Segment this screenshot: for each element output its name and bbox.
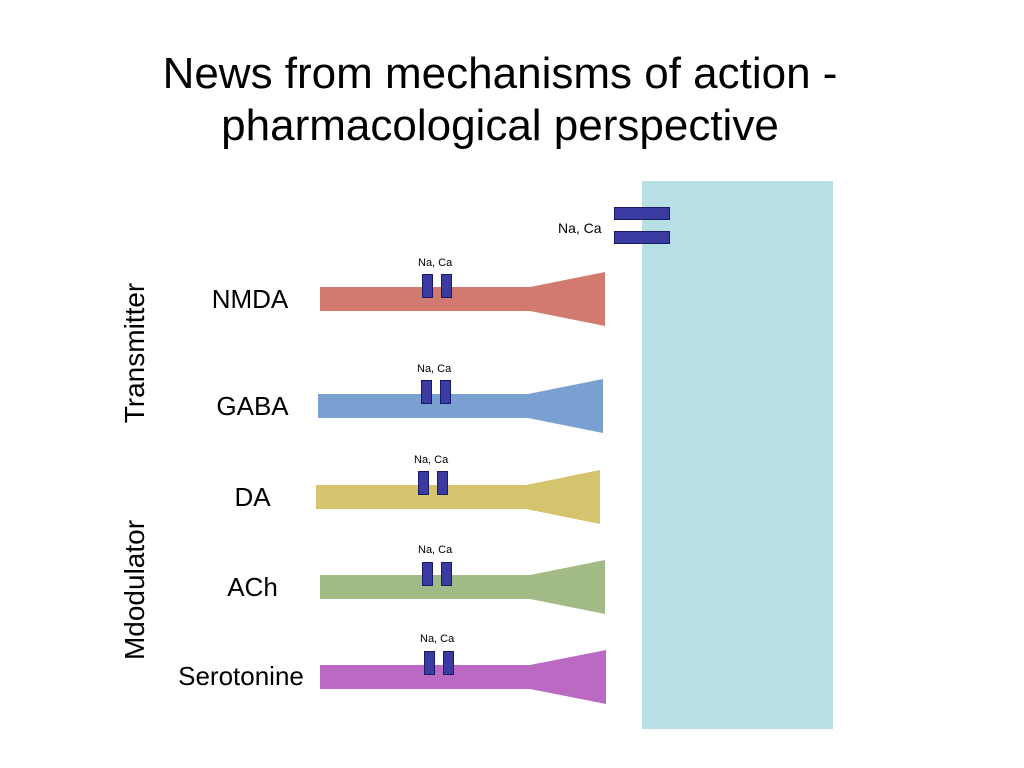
slide-title: News from mechanisms of action - pharmac… (162, 49, 838, 150)
axon-serotonine (320, 650, 606, 704)
target-channel-top (614, 207, 670, 220)
ion-channel-nmda-1 (422, 274, 433, 298)
axon-shape-serotonine (320, 650, 606, 704)
row-label-nmda: NMDA (211, 284, 289, 314)
target-channel-bottom (614, 231, 670, 244)
axon-ach (320, 560, 605, 614)
ion-channel-ach-1 (422, 562, 433, 586)
channel-label-da: Na, Ca (414, 454, 449, 466)
row-label-gaba: GABA (216, 391, 289, 421)
axon-shape-nmda (320, 272, 605, 326)
row-label-serotonine: Serotonine (178, 661, 304, 691)
ion-channel-da-1 (418, 471, 429, 495)
channel-label-ach: Na, Ca (418, 544, 453, 556)
ion-channel-serotonine-2 (443, 651, 454, 675)
row-label-ach: ACh (227, 572, 278, 602)
axon-nmda (320, 272, 605, 326)
axon-shape-ach (320, 560, 605, 614)
ion-channel-serotonine-1 (424, 651, 435, 675)
axon-shape-gaba (318, 379, 603, 433)
ion-channel-gaba-1 (421, 380, 432, 404)
ion-channel-nmda-2 (441, 274, 452, 298)
axon-da (316, 470, 600, 524)
ion-channel-ach-2 (441, 562, 452, 586)
row-label-da: DA (234, 482, 271, 512)
axon-shape-da (316, 470, 600, 524)
channel-label-nmda: Na, Ca (418, 257, 453, 269)
axon-gaba (318, 379, 603, 433)
ion-channel-da-2 (437, 471, 448, 495)
target-channel-label: Na, Ca (558, 220, 602, 236)
channel-label-gaba: Na, Ca (417, 363, 452, 375)
target-cell (642, 181, 833, 729)
ion-channel-gaba-2 (440, 380, 451, 404)
channel-label-serotonine: Na, Ca (420, 633, 455, 645)
